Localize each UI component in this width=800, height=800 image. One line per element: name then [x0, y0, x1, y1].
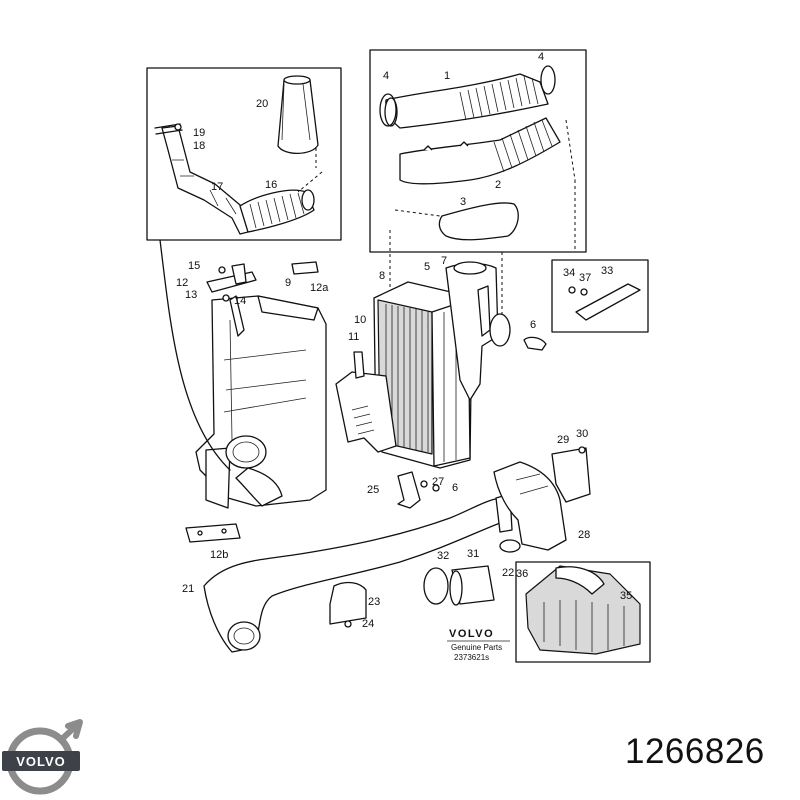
callout-24: 24 — [362, 618, 374, 630]
clamp-23-24 — [329, 581, 367, 628]
callout-22: 22 — [502, 567, 514, 579]
callout-4-right: 4 — [538, 51, 544, 63]
callout-11: 11 — [348, 331, 359, 343]
callout-14: 14 — [234, 295, 246, 307]
logo-text: VOLVO — [16, 754, 66, 769]
stamp-line2: 2373621s — [454, 653, 489, 662]
intake-cover — [445, 261, 547, 401]
callout-3: 3 — [460, 196, 466, 208]
detail-box-bracket-33 — [551, 259, 649, 333]
callout-16: 16 — [265, 179, 277, 191]
callout-37: 37 — [579, 272, 591, 284]
callout-17: 17 — [211, 181, 223, 193]
callout-7: 7 — [441, 255, 447, 267]
callout-19: 19 — [193, 127, 205, 139]
detail-box-top — [369, 49, 587, 253]
callout-32: 32 — [437, 550, 449, 562]
callout-36: 36 — [516, 568, 528, 580]
callout-12b: 12b — [210, 549, 228, 561]
bracket-parts-12-15 — [206, 261, 319, 302]
support-bracket-11 — [335, 351, 397, 453]
callout-1: 1 — [444, 70, 450, 82]
callout-labels: 1 2 3 4 4 5 6 7 8 9 10 11 12 12a 12b 13 … — [176, 51, 632, 630]
callout-35: 35 — [620, 590, 632, 602]
callout-33: 33 — [601, 265, 613, 277]
callout-9: 9 — [285, 277, 291, 289]
callout-30: 30 — [576, 428, 588, 440]
callout-20: 20 — [256, 98, 268, 110]
callout-8: 8 — [379, 270, 385, 282]
genuine-parts-stamp: VOLVO Genuine Parts 2373621s — [447, 628, 510, 662]
callout-13: 13 — [185, 289, 197, 301]
bracket-12b — [185, 523, 241, 543]
callout-23: 23 — [368, 596, 380, 608]
dashed-leader-lines — [389, 180, 576, 330]
stamp-line1: Genuine Parts — [451, 643, 502, 652]
callout-31: 31 — [467, 548, 479, 560]
callout-2: 2 — [495, 179, 501, 191]
callout-10: 10 — [354, 314, 366, 326]
callout-18: 18 — [193, 140, 205, 152]
callout-25: 25 — [367, 484, 379, 496]
callout-6: 6 — [530, 319, 536, 331]
detail-box-left — [146, 67, 342, 241]
stamp-brand: VOLVO — [449, 628, 494, 640]
detail-box-heat-shield — [515, 561, 651, 663]
callout-12: 12 — [176, 277, 188, 289]
coupling-31-32 — [423, 565, 495, 606]
clip-parts-25-27 — [397, 471, 440, 509]
callout-29: 29 — [557, 434, 569, 446]
callout-12a: 12a — [310, 282, 329, 294]
callout-26: 6 — [452, 482, 458, 494]
duct-28-bracket-29 — [493, 446, 591, 553]
callout-28: 28 — [578, 529, 590, 541]
callout-34: 34 — [563, 267, 575, 279]
callout-15: 15 — [188, 260, 200, 272]
callout-5: 5 — [424, 261, 430, 273]
callout-4-left: 4 — [383, 70, 389, 82]
callout-21: 21 — [182, 583, 194, 595]
part-number: 1266826 — [625, 732, 765, 771]
volvo-logo: VOLVO — [2, 719, 83, 795]
air-filter — [373, 281, 473, 469]
air-box-housing — [195, 295, 327, 509]
leader-curve — [159, 239, 231, 471]
callout-27: 27 — [432, 476, 444, 488]
